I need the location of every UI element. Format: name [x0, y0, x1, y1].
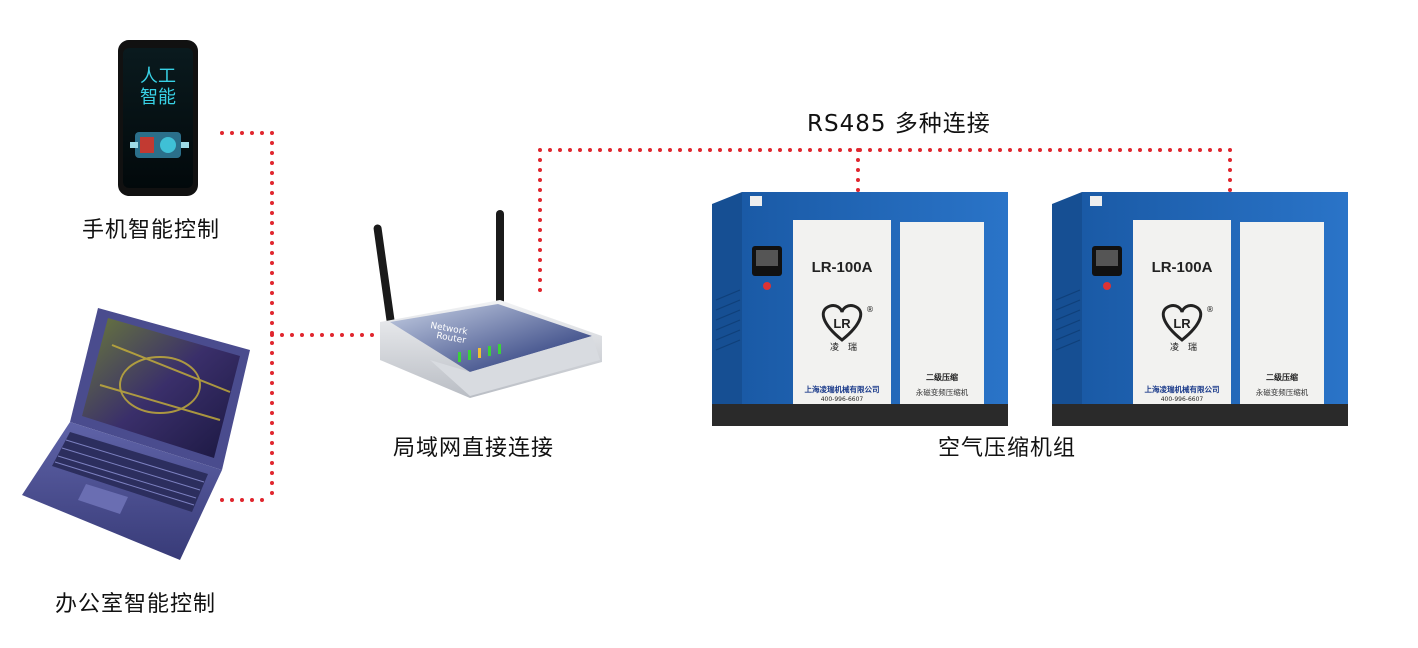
- compressor-unit-1: LR-100A LR ® 凌 瑞 上海凌瑞机械有限公司 400-996-6607…: [712, 192, 1008, 426]
- compressor-group-label: 空气压缩机组: [938, 436, 1077, 461]
- compressor-unit-2: LR-100A LR ® 凌 瑞 上海凌瑞机械有限公司 400-996-6607…: [1052, 192, 1348, 426]
- compressor-1-type: 永磁变频压缩机: [916, 387, 969, 397]
- router-top-panel: [390, 304, 592, 372]
- phone-screen-line2: 智能: [140, 87, 176, 108]
- laptop-screen: [82, 318, 240, 458]
- compressor-2-stage: 二级压缩: [1266, 372, 1298, 382]
- phone-engine-graphic: [130, 132, 189, 158]
- compressor-1-logo-sub-right: 瑞: [848, 341, 857, 353]
- router-device: Network Router: [373, 210, 602, 398]
- phone-device: 人工 智能: [118, 40, 198, 196]
- compressor-1-company: 上海凌瑞机械有限公司: [805, 384, 880, 394]
- connector-router-to-rs485: [538, 148, 1232, 292]
- compressor-1-phone: 400-996-6607: [821, 396, 864, 403]
- connectors: [220, 131, 1232, 502]
- compressor-1-heart-logo: [821, 304, 863, 342]
- laptop-device: [22, 308, 250, 560]
- compressor-1-logo-text: LR: [833, 316, 851, 331]
- laptop-touchpad: [78, 484, 128, 514]
- laptop-screen-graphic: [99, 344, 231, 421]
- phone-control-label: 手机智能控制: [82, 218, 221, 243]
- rs485-label: RS485 多种连接: [807, 111, 991, 137]
- laptop-key-grid: [54, 439, 205, 506]
- compressor-1-model: LR-100A: [812, 259, 873, 276]
- connector-phone-to-bus: [220, 131, 274, 502]
- compressor-1-registered: ®: [866, 305, 874, 314]
- router-antenna-right: [496, 210, 504, 310]
- compressor-2-company: 上海凌瑞机械有限公司: [1145, 384, 1220, 394]
- compressor-2-logo-sub-right: 瑞: [1188, 341, 1197, 353]
- compressor-2-logo-sub-left: 凌: [1170, 341, 1179, 353]
- lan-connection-label: 局域网直接连接: [393, 436, 555, 461]
- compressor-1-side: [712, 192, 742, 424]
- compressor-1-stage: 二级压缩: [926, 372, 958, 382]
- compressor-1-door-right: [900, 222, 984, 404]
- compressor-2-model: LR-100A: [1152, 259, 1213, 276]
- compressor-1-vents: [715, 289, 741, 351]
- compressor-2-logo-text: LR: [1173, 316, 1191, 331]
- compressor-2-vents: [1055, 289, 1081, 351]
- phone-screen-line1: 人工: [140, 66, 176, 87]
- compressor-2-side: [1052, 192, 1082, 424]
- router-leds: [458, 344, 501, 362]
- office-control-label: 办公室智能控制: [55, 592, 217, 617]
- compressor-2-base: [1052, 404, 1348, 426]
- compressor-2-registered: ®: [1206, 305, 1214, 314]
- compressor-2-door-right: [1240, 222, 1324, 404]
- compressor-2-type: 永磁变频压缩机: [1256, 387, 1309, 397]
- compressor-1-base: [712, 404, 1008, 426]
- router-antenna-left: [373, 224, 395, 324]
- compressor-1-logo-sub-left: 凌: [830, 341, 839, 353]
- compressor-2-heart-logo: [1161, 304, 1203, 342]
- compressor-2-phone: 400-996-6607: [1161, 396, 1204, 403]
- router-front: [430, 336, 600, 396]
- laptop-keyboard: [52, 432, 208, 512]
